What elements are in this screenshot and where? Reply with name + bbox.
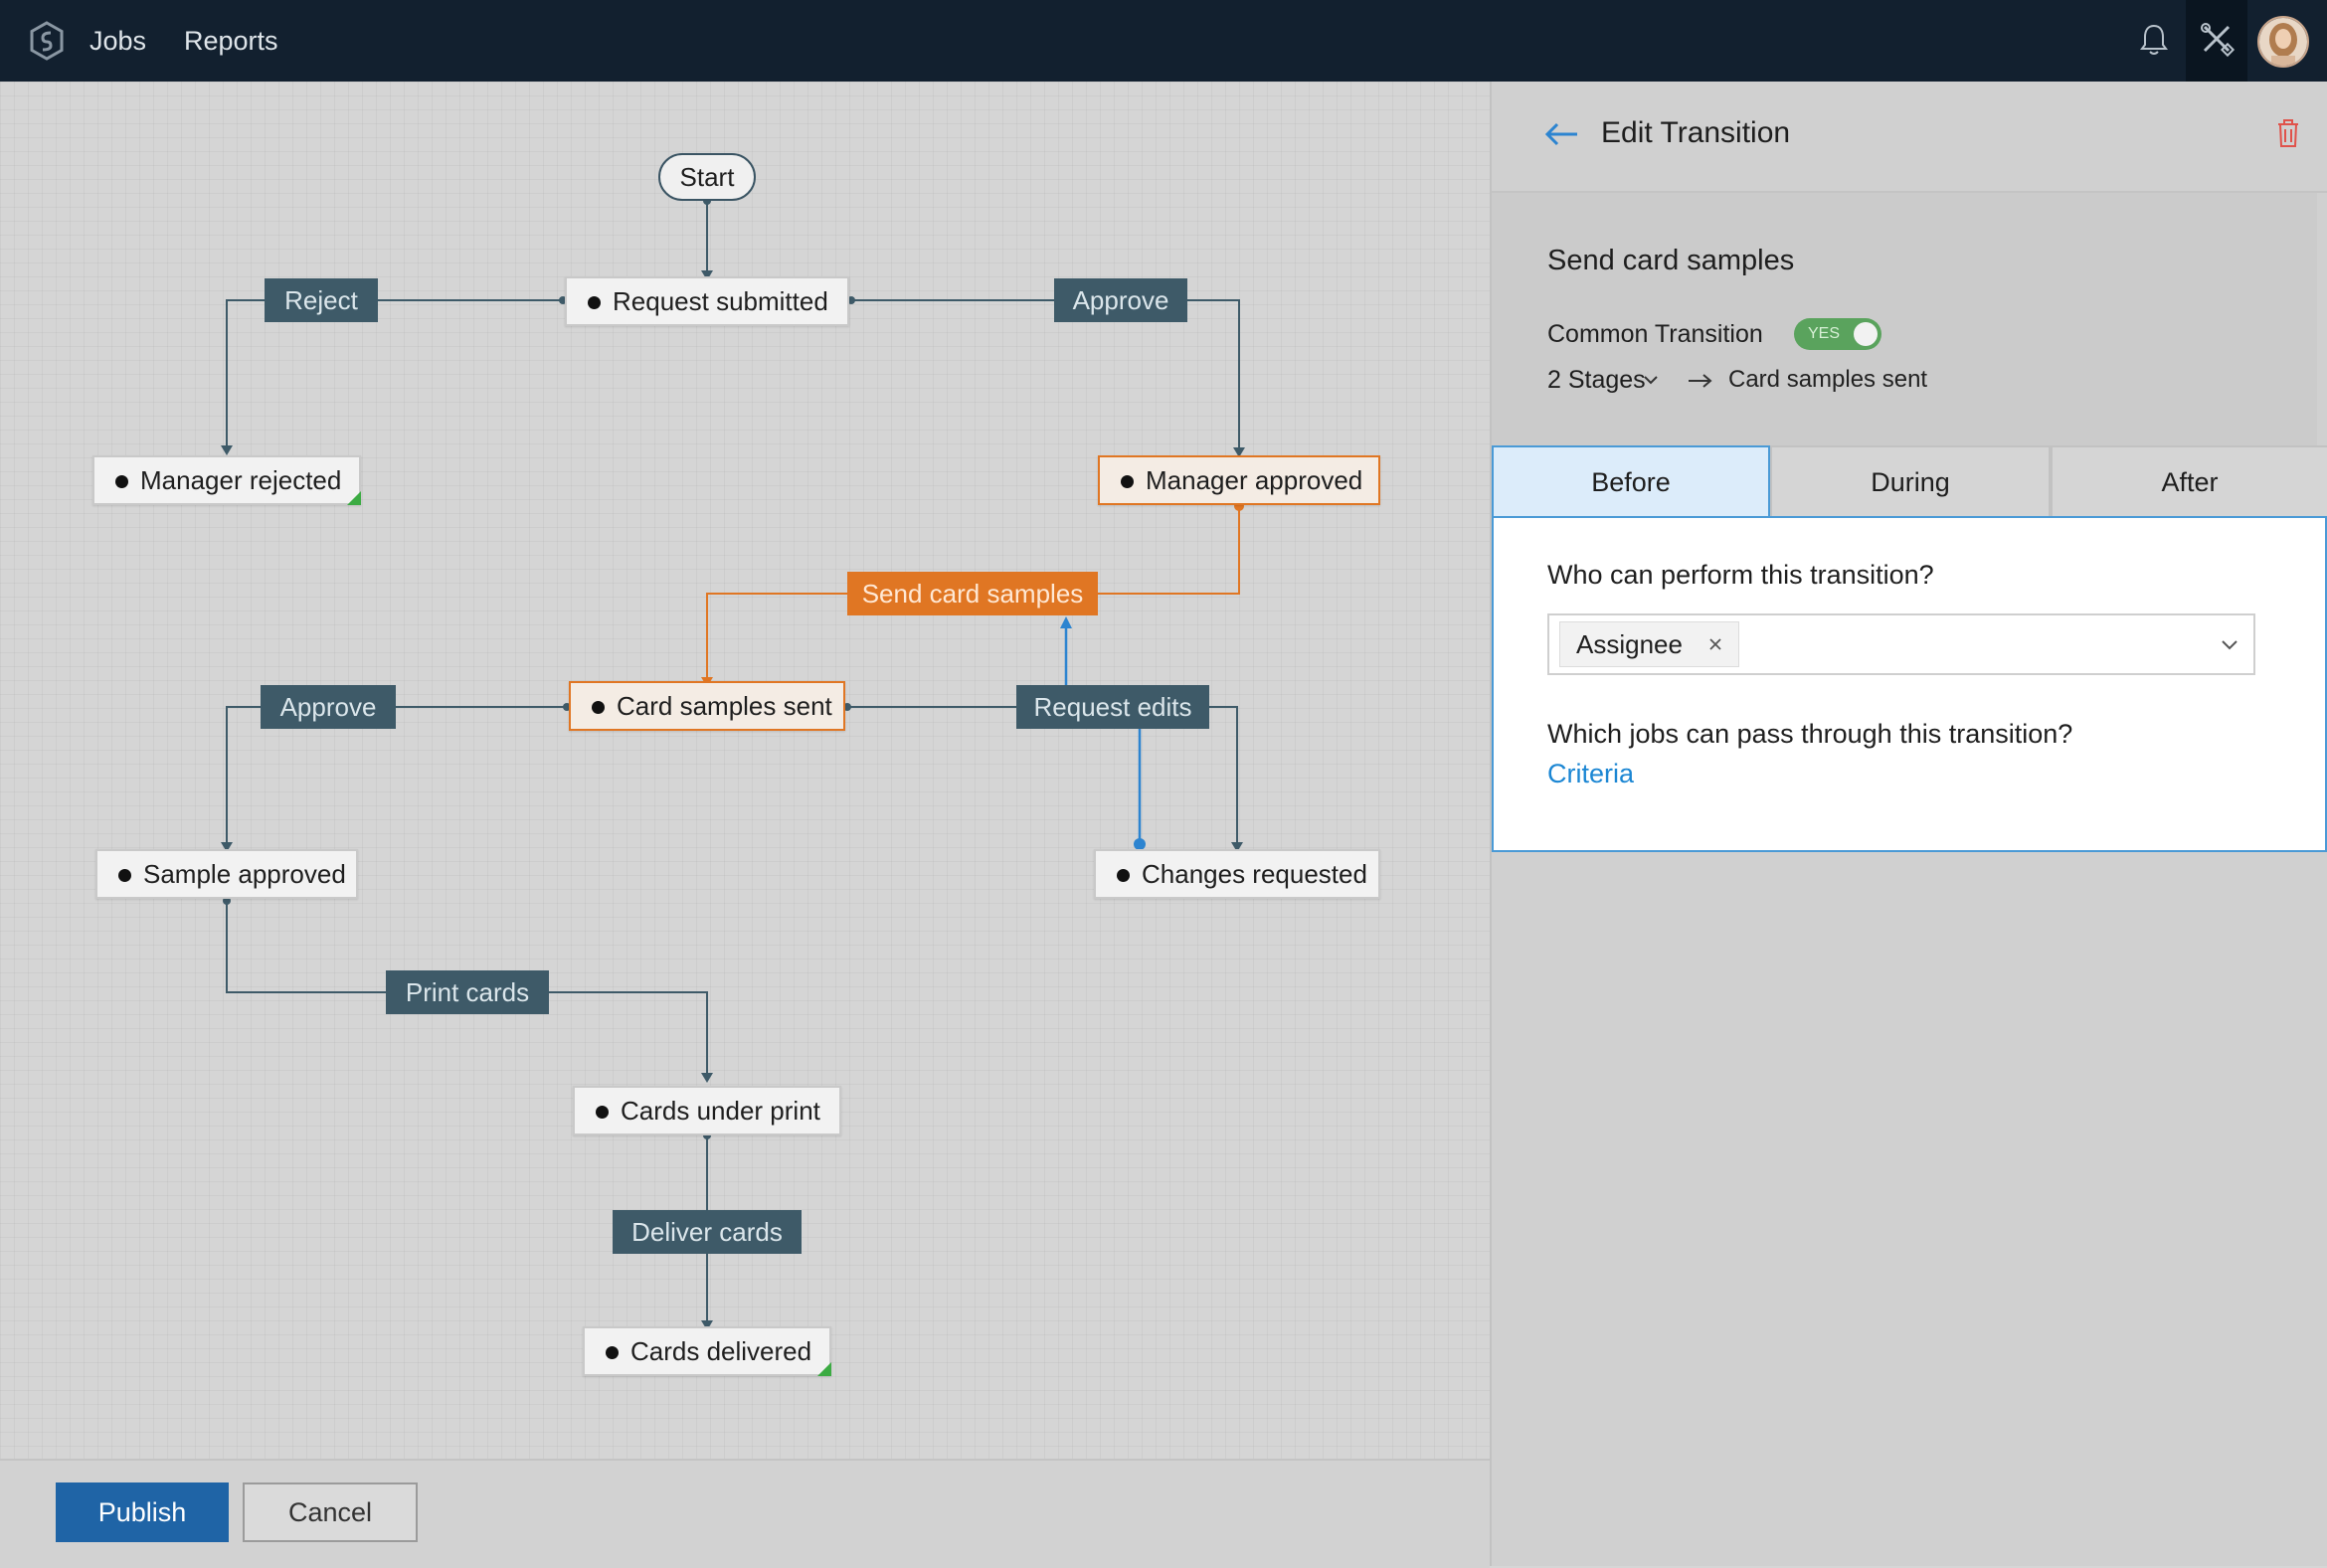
workflow-canvas[interactable]: Start Request submitted Manager rejected… bbox=[0, 82, 1490, 1459]
before-tab-content: Who can perform this transition? Assigne… bbox=[1492, 516, 2327, 852]
tab-after[interactable]: After bbox=[2051, 445, 2327, 517]
stages-dropdown[interactable]: 2 Stages bbox=[1547, 366, 1646, 394]
state-label: Cards delivered bbox=[630, 1336, 812, 1366]
cancel-button[interactable]: Cancel bbox=[243, 1482, 418, 1542]
nav-jobs[interactable]: Jobs bbox=[90, 26, 147, 56]
destination-state: Card samples sent bbox=[1728, 366, 1928, 393]
panel-header: Edit Transition bbox=[1492, 82, 2327, 193]
tools-icon bbox=[2201, 23, 2236, 58]
state-label: Manager rejected bbox=[140, 465, 342, 495]
toggle-knob bbox=[1854, 322, 1878, 346]
user-avatar[interactable] bbox=[2257, 16, 2309, 68]
state-manager-approved[interactable]: Manager approved bbox=[1098, 455, 1380, 505]
edit-transition-panel: Edit Transition Send card samples Common… bbox=[1490, 82, 2327, 1566]
transition-send-card-samples[interactable]: Send card samples bbox=[847, 572, 1098, 615]
transition-approve-manager[interactable]: Approve bbox=[1054, 278, 1187, 322]
common-transition-toggle[interactable]: YES bbox=[1794, 318, 1881, 350]
panel-title: Edit Transition bbox=[1601, 116, 1791, 149]
close-icon[interactable] bbox=[1708, 637, 1722, 651]
top-nav-bar: Jobs Reports bbox=[0, 0, 2327, 82]
tab-before[interactable]: Before bbox=[1492, 445, 1770, 517]
performer-select[interactable]: Assignee bbox=[1547, 613, 2255, 675]
state-label: Request submitted bbox=[613, 286, 828, 316]
transition-approve-sample[interactable]: Approve bbox=[261, 685, 396, 729]
start-node[interactable]: Start bbox=[658, 153, 756, 201]
state-card-samples-sent[interactable]: Card samples sent bbox=[569, 681, 845, 731]
transition-name: Send card samples bbox=[1547, 245, 1795, 276]
nav-reports[interactable]: Reports bbox=[184, 26, 278, 56]
bell-icon[interactable] bbox=[2134, 20, 2174, 60]
transition-print-cards[interactable]: Print cards bbox=[386, 970, 549, 1014]
state-cards-delivered[interactable]: Cards delivered bbox=[583, 1326, 831, 1376]
state-label: Card samples sent bbox=[617, 691, 832, 721]
back-arrow-icon[interactable] bbox=[1543, 119, 1579, 149]
toggle-text: YES bbox=[1808, 325, 1841, 342]
workflow-connectors bbox=[221, 197, 1245, 1330]
transition-deliver-cards[interactable]: Deliver cards bbox=[613, 1210, 802, 1254]
tools-button[interactable] bbox=[2186, 0, 2247, 82]
common-transition-label: Common Transition bbox=[1547, 320, 1763, 348]
footer-actions: Publish Cancel bbox=[0, 1459, 1490, 1568]
state-request-submitted[interactable]: Request submitted bbox=[565, 276, 849, 326]
chevron-down-icon[interactable] bbox=[2220, 637, 2239, 651]
state-cards-under-print[interactable]: Cards under print bbox=[573, 1086, 841, 1135]
terminal-state-marker bbox=[347, 491, 361, 505]
state-label: Changes requested bbox=[1142, 859, 1367, 889]
publish-button[interactable]: Publish bbox=[56, 1482, 229, 1542]
state-label: Cards under print bbox=[621, 1096, 820, 1126]
criteria-link[interactable]: Criteria bbox=[1547, 759, 1635, 788]
trash-icon[interactable] bbox=[2275, 117, 2301, 149]
state-manager-rejected[interactable]: Manager rejected bbox=[92, 455, 361, 505]
chip-label: Assignee bbox=[1576, 629, 1683, 659]
transition-request-edits[interactable]: Request edits bbox=[1016, 685, 1209, 729]
transition-reject[interactable]: Reject bbox=[265, 278, 378, 322]
state-label: Manager approved bbox=[1146, 465, 1363, 495]
assignee-chip: Assignee bbox=[1559, 621, 1739, 667]
terminal-state-marker bbox=[817, 1362, 831, 1376]
who-can-perform-label: Who can perform this transition? bbox=[1547, 560, 1934, 590]
state-label: Sample approved bbox=[143, 859, 346, 889]
state-sample-approved[interactable]: Sample approved bbox=[95, 849, 358, 899]
chevron-down-icon bbox=[1644, 376, 1658, 385]
app-logo-icon[interactable] bbox=[26, 20, 68, 62]
tab-during[interactable]: During bbox=[1770, 445, 2051, 517]
which-jobs-label: Which jobs can pass through this transit… bbox=[1547, 719, 2073, 749]
state-changes-requested[interactable]: Changes requested bbox=[1094, 849, 1380, 899]
transition-summary: Send card samples Common Transition YES … bbox=[1492, 193, 2317, 445]
arrow-right-icon bbox=[1689, 374, 1712, 388]
